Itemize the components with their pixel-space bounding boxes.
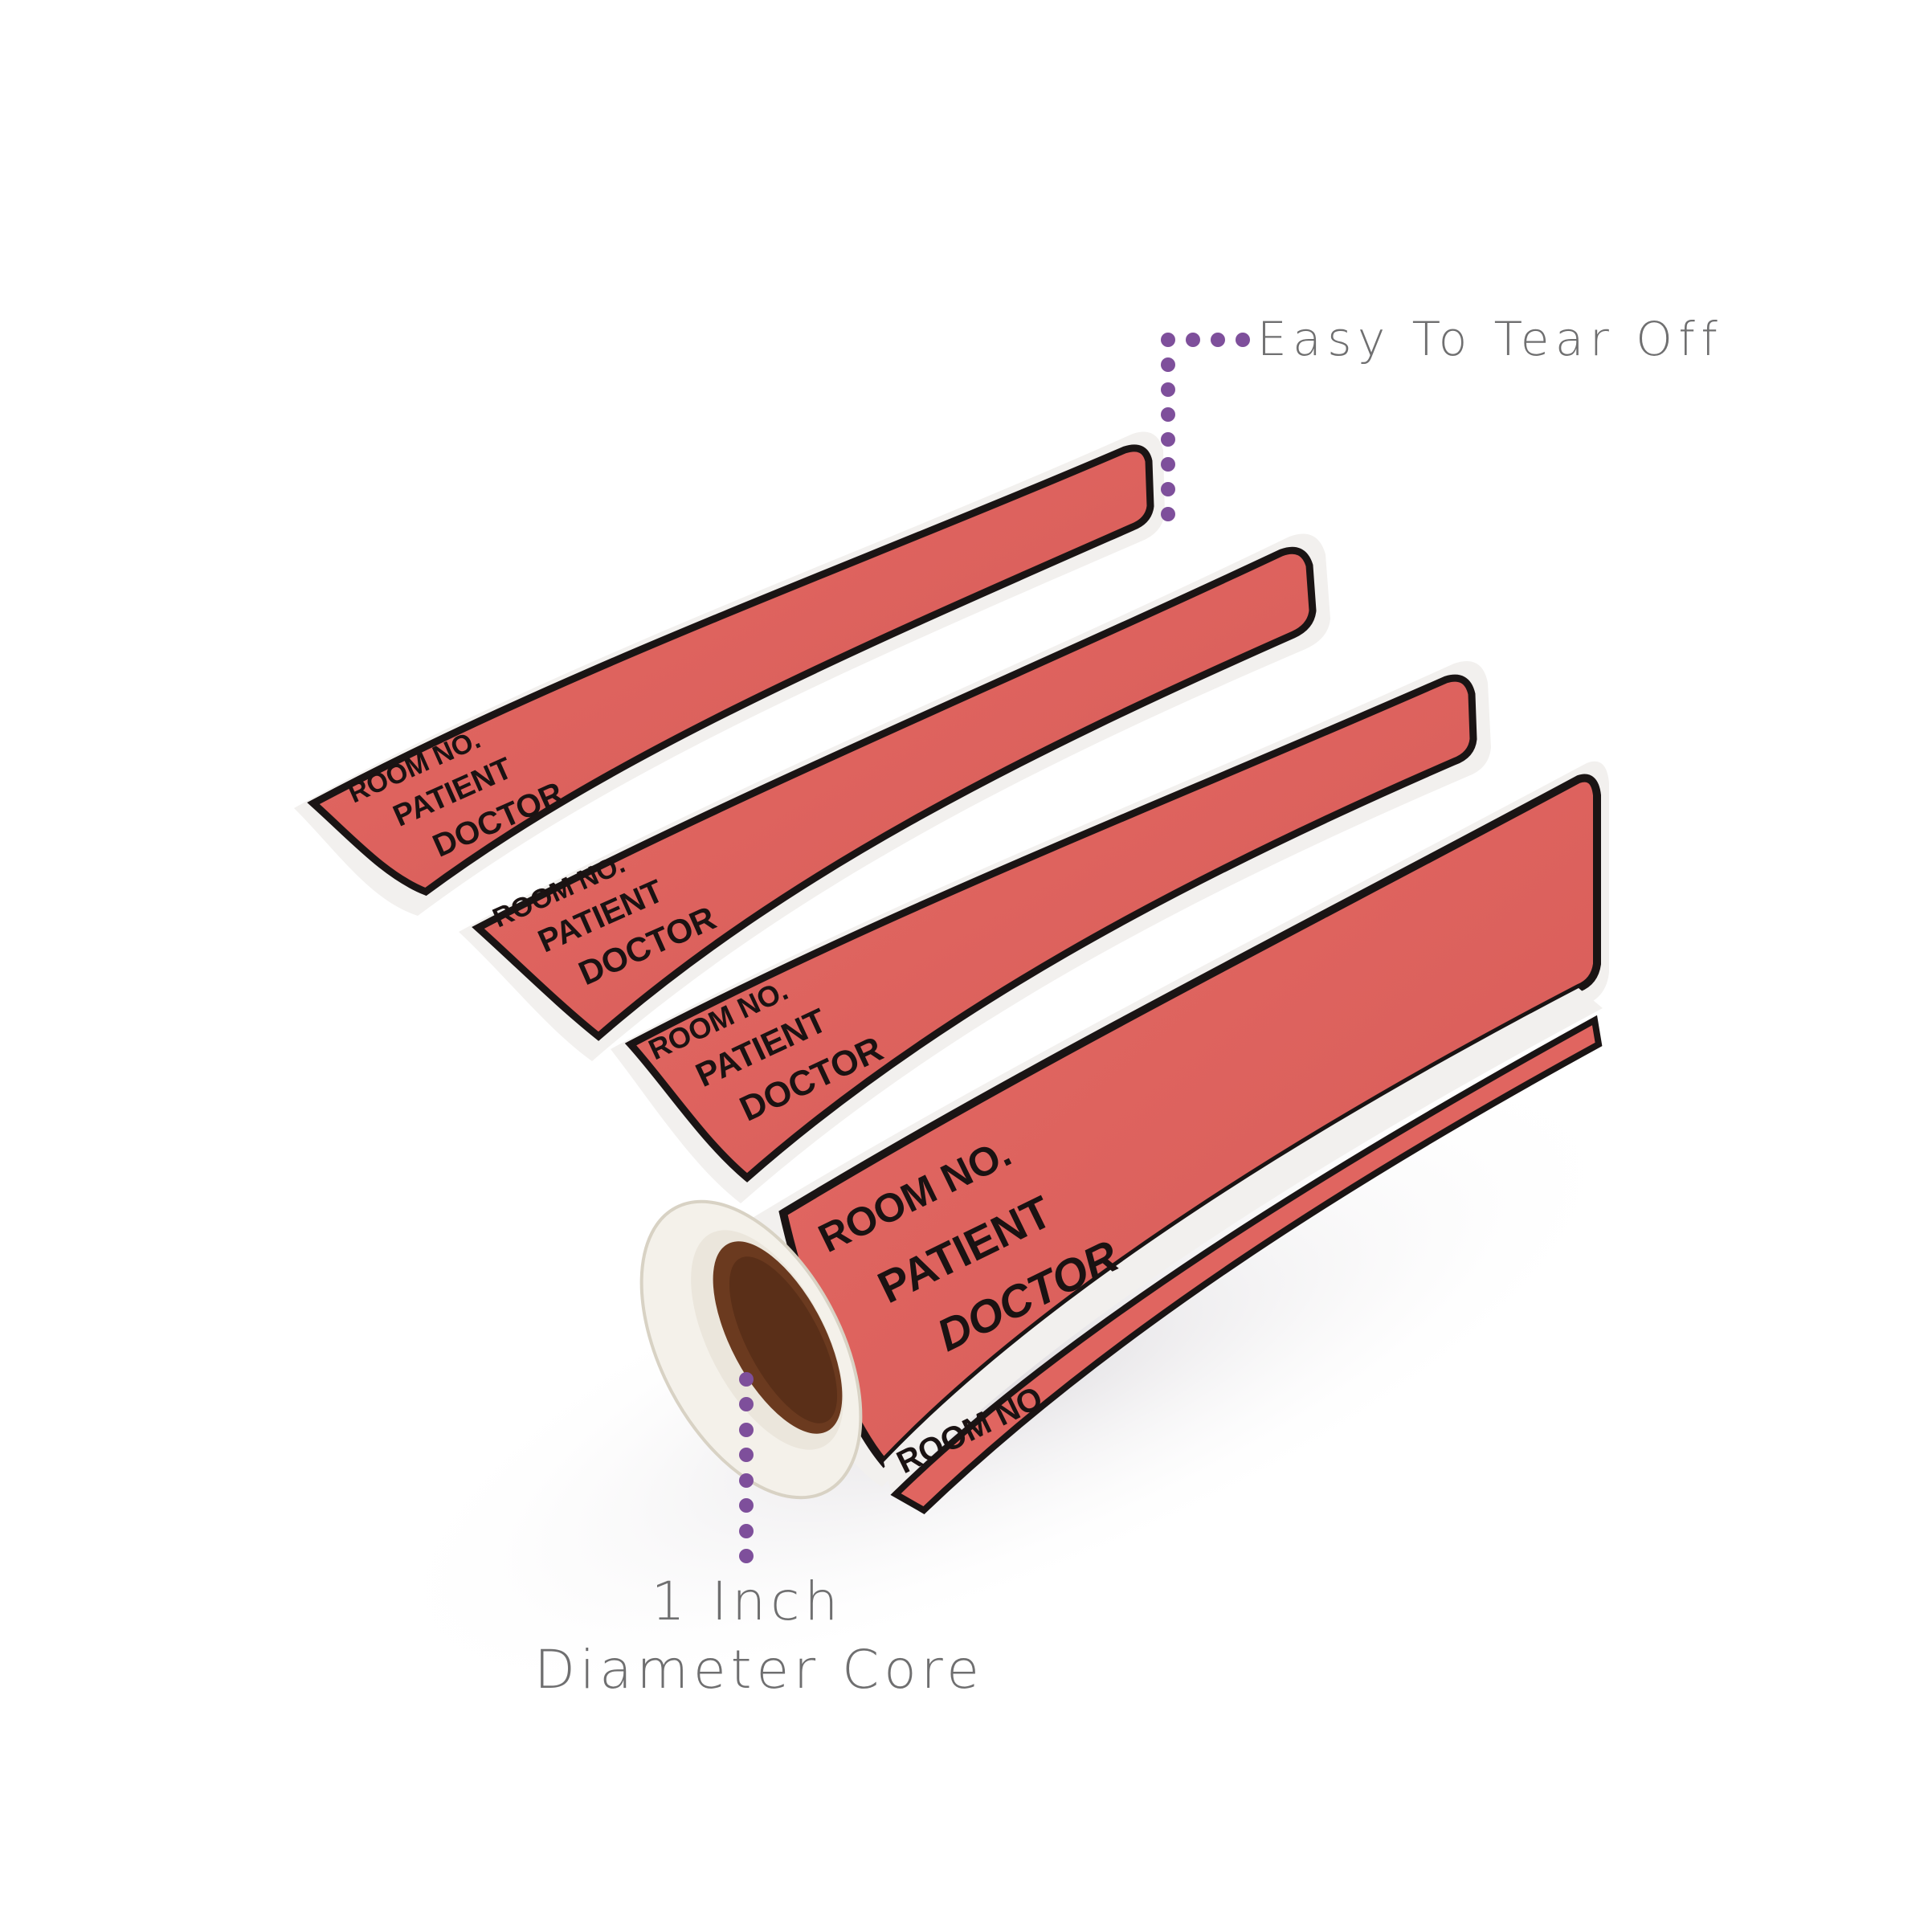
label-strip-3: ROOM NO. PATIENT DOCTOR (611, 661, 1491, 1203)
label-strip-4: ROOM NO. PATIENT DOCTOR ROOM NO. (747, 761, 1609, 1514)
core-callout-line-1: 1 Inch (651, 1571, 844, 1632)
core-callout-line-2: Diameter Core (534, 1639, 984, 1701)
core-callout-line (739, 1372, 754, 1563)
label-strip-2: ROOM NO. PATIENT DOCTOR (459, 533, 1330, 1061)
tear-off-callout: Easy To Tear Off (1257, 312, 1724, 366)
roll-end (639, 1199, 863, 1500)
tear-off-callout-line (1161, 333, 1250, 521)
